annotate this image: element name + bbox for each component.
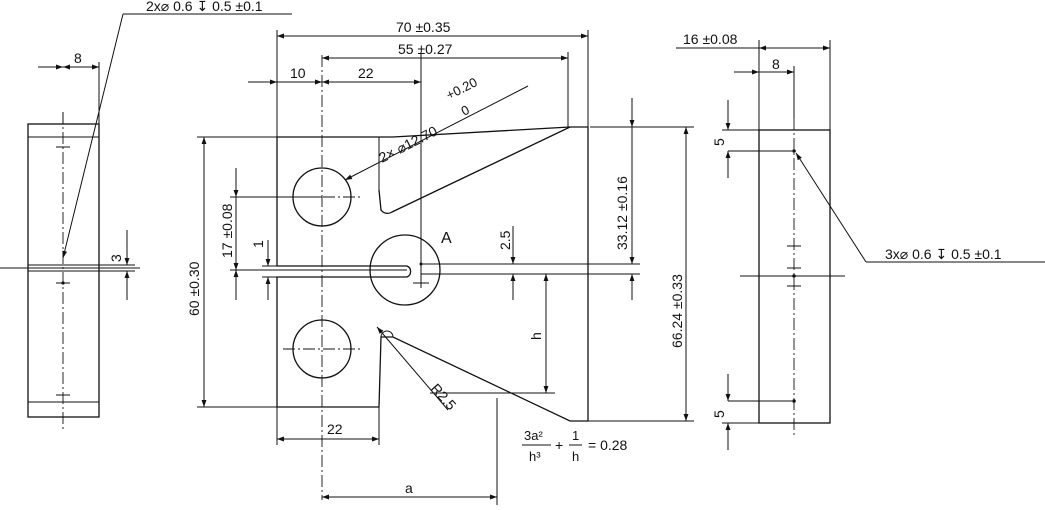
dim-hole-to-edge: 55 ±0.27 bbox=[398, 41, 453, 57]
upper-notch bbox=[378, 126, 571, 214]
hole-tol-lower: 0 bbox=[459, 102, 472, 119]
hole-callout: 2× ⌀12.70 bbox=[376, 123, 440, 166]
right-dim-bottom: 5 bbox=[711, 410, 727, 418]
dim-half-height: 33.12 ±0.16 bbox=[614, 176, 630, 250]
lower-pin-hole bbox=[292, 319, 352, 379]
right-dim-thickness: 16 ±0.08 bbox=[683, 31, 738, 47]
left-side-view: 8 2x⌀ 0.6 ↧ 0.5 ±0.1 3 bbox=[0, 0, 292, 430]
formula-result: = 0.28 bbox=[588, 437, 628, 453]
dim-full-height: 66.24 ±0.33 bbox=[669, 274, 685, 348]
formula-num2: 1 bbox=[572, 428, 579, 443]
formula-den2: h bbox=[572, 449, 579, 464]
left-view-pin-dot bbox=[61, 281, 65, 285]
hole-callout-leader bbox=[344, 85, 529, 181]
hole-tol-upper: +0.20 bbox=[444, 74, 480, 102]
formula-den1: h³ bbox=[529, 449, 541, 464]
formula-num1: 3a² bbox=[524, 428, 543, 443]
left-dim-gap: 3 bbox=[108, 254, 124, 262]
right-side-view: 16 ±0.08 8 5 5 3x⌀ 0.6 ↧ 0.5 ±0.1 bbox=[676, 31, 1045, 450]
right-callout: 3x⌀ 0.6 ↧ 0.5 ±0.1 bbox=[885, 246, 1002, 262]
dim-a: a bbox=[405, 480, 413, 496]
dim-slot: 1 bbox=[250, 240, 266, 248]
right-dim-top: 5 bbox=[711, 138, 727, 146]
radius-leader bbox=[376, 326, 449, 411]
dim-radius: R2.5 bbox=[428, 380, 460, 413]
dim-outer-height: 60 ±0.30 bbox=[186, 261, 202, 316]
dim-hole-spacing-top: 22 bbox=[358, 65, 374, 81]
formula: 3a² h³ + 1 h = 0.28 bbox=[522, 428, 628, 464]
right-callout-leader bbox=[795, 152, 867, 263]
specimen-outline bbox=[276, 126, 589, 422]
lower-notch-root bbox=[380, 330, 394, 338]
formula-plus: + bbox=[555, 437, 563, 453]
right-view-hole-top bbox=[792, 149, 796, 153]
left-callout-leader bbox=[62, 13, 124, 259]
dim-edge-to-hole: 10 bbox=[290, 65, 306, 81]
dim-h: h bbox=[528, 332, 544, 340]
dim-notch-offset: 2.5 bbox=[497, 230, 513, 250]
front-view: A 70 ±0.35 55 ±0.27 10 22 2× ⌀12.70 +0.2… bbox=[186, 19, 694, 505]
right-dim-width: 8 bbox=[772, 56, 780, 72]
left-dim-width: 8 bbox=[74, 50, 82, 66]
detail-a-circle bbox=[369, 234, 441, 306]
dim-hole-pitch: 17 ±0.08 bbox=[219, 203, 235, 258]
left-callout: 2x⌀ 0.6 ↧ 0.5 ±0.1 bbox=[146, 0, 263, 14]
detail-a-label: A bbox=[441, 230, 452, 247]
dim-overall-width: 70 ±0.35 bbox=[396, 19, 451, 35]
dim-hole-spacing-bottom: 22 bbox=[327, 421, 343, 437]
